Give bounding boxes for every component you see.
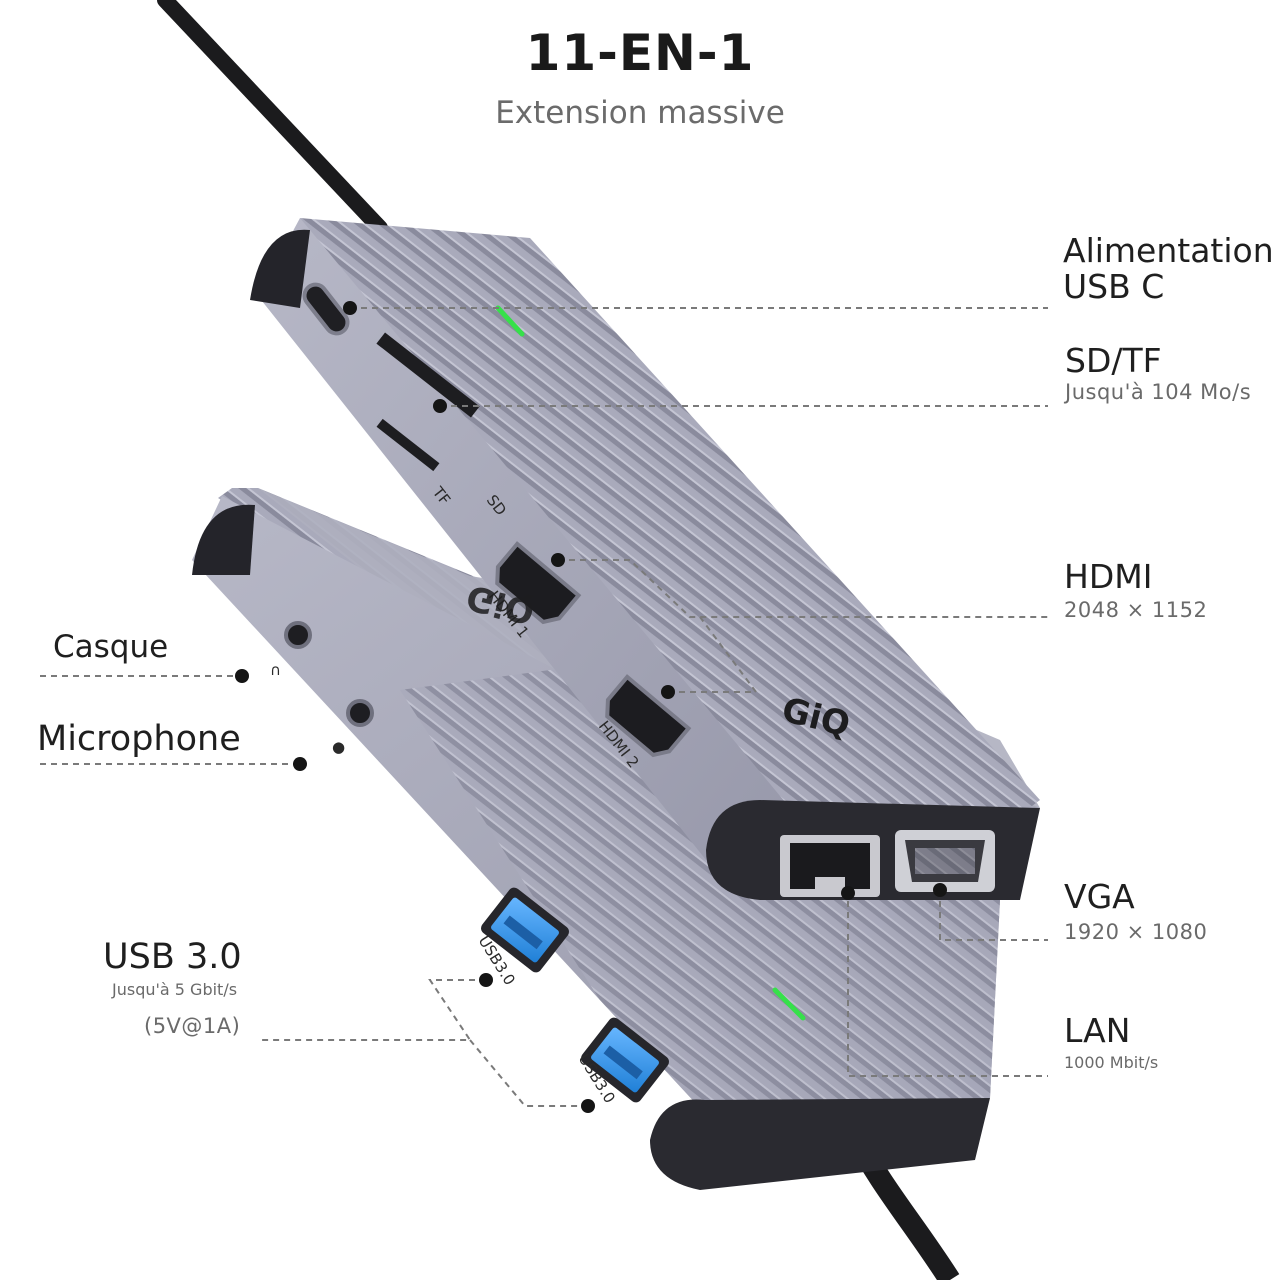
dot-hdmi-1 [551, 553, 565, 567]
top-unit-top-face [300, 218, 1040, 830]
dot-sd [433, 399, 447, 413]
usb-label: USB 3.0 [103, 937, 242, 977]
mic-jack [346, 699, 374, 727]
bottom-unit-ribbed-area [400, 650, 1000, 1108]
casque-label: Casque [53, 629, 169, 665]
lan-detail: 1000 Mbit/s [1064, 1053, 1159, 1072]
bottom-led [772, 987, 806, 1021]
dot-usb-1 [479, 973, 493, 987]
usb-port-1 [481, 887, 569, 973]
lan-port [780, 835, 880, 897]
power-label-line2: USB C [1063, 267, 1165, 306]
callout-dots [235, 301, 947, 1113]
top-unit: TF SD HDMI 1 HDMI 2 GiQ GiQ [250, 218, 1040, 900]
callout-line-usb [258, 979, 588, 1107]
callout-line-lan [847, 890, 1048, 1077]
callout-line-vga [939, 890, 1048, 941]
usb-power: (5V@1A) [144, 1014, 241, 1038]
hdmi-label: HDMI [1064, 557, 1153, 596]
sd-label: SD/TF [1065, 341, 1162, 380]
microphone-label: Microphone [37, 719, 241, 759]
vga-detail: 1920 × 1080 [1064, 920, 1208, 944]
page-subtitle: Extension massive [495, 95, 785, 131]
dot-power [343, 301, 357, 315]
vga-label: VGA [1064, 877, 1135, 916]
dot-lan [841, 886, 855, 900]
callout-line-hdmi [558, 559, 1048, 693]
headphone-jack [284, 621, 312, 649]
hdmi-port-1 [495, 541, 582, 625]
sd-slot [376, 332, 480, 418]
bottom-unit-right-cap [650, 1098, 990, 1190]
bottom-unit-left-cap [192, 504, 255, 575]
power-label-line1: Alimentation [1063, 231, 1274, 270]
headphone-glyph: ∩ [270, 661, 281, 679]
dot-casque [235, 669, 249, 683]
vga-port [895, 830, 995, 892]
sd-detail: Jusqu'à 104 Mo/s [1065, 380, 1252, 404]
lan-label: LAN [1064, 1011, 1131, 1050]
top-unit-left-cap [250, 229, 310, 308]
dot-vga [933, 883, 947, 897]
hdmi-port-2 [605, 674, 692, 758]
dot-usb-2 [581, 1099, 595, 1113]
hdmi-detail: 2048 × 1152 [1064, 598, 1208, 622]
usb-port-2 [581, 1017, 669, 1103]
usb-detail: Jusqu'à 5 Gbit/s [112, 980, 238, 999]
dot-hdmi-2 [661, 685, 675, 699]
tf-slot [376, 418, 440, 472]
mic-glyph: ● [332, 738, 345, 756]
usb-c-port [302, 282, 350, 336]
callout-lines [40, 307, 1048, 1107]
top-led [495, 305, 525, 337]
page-title: 11-EN-1 [525, 24, 755, 82]
dot-micro [293, 757, 307, 771]
top-cable [157, 0, 388, 236]
